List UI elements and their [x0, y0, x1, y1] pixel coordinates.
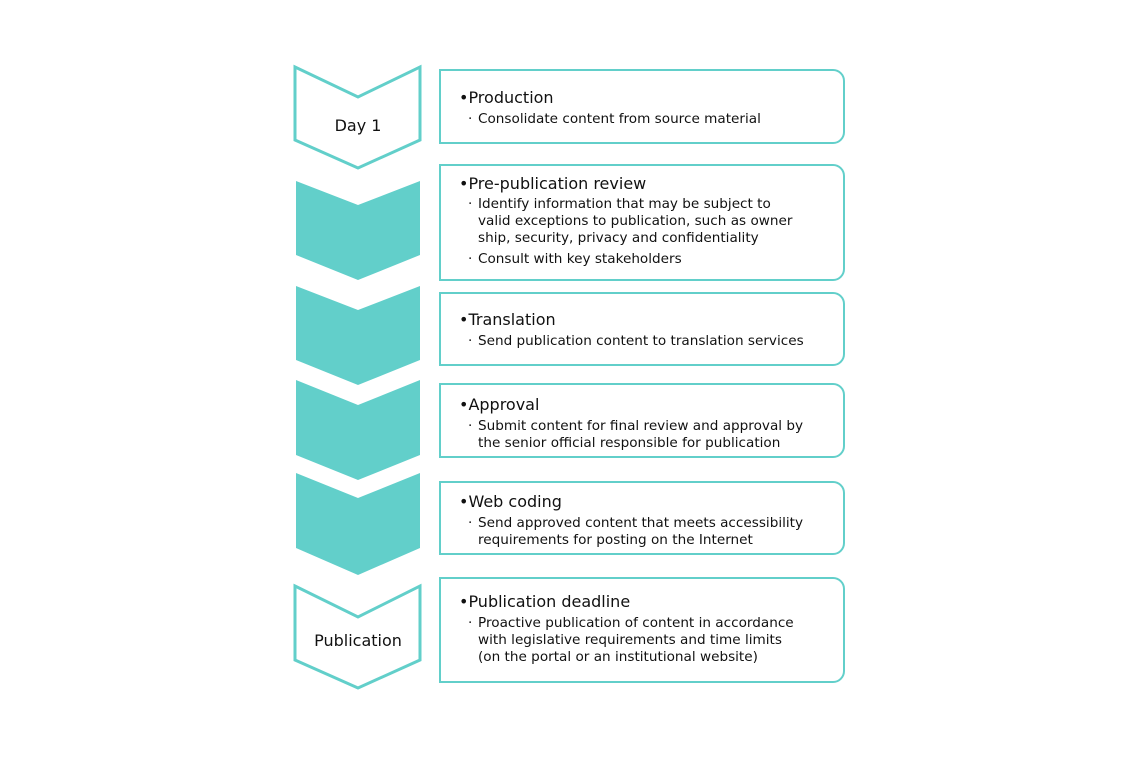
step-item: Proactive publication of content in acco…	[468, 615, 794, 666]
step-item-line: the senior official responsible for publ…	[478, 435, 781, 451]
step-box-pre-publication-review: Pre-publication review Identify informat…	[439, 164, 845, 281]
step-item-line: Proactive publication of content in acco…	[478, 615, 794, 631]
chevron-translation	[296, 286, 420, 385]
step-item-line: (on the portal or an institutional websi…	[478, 649, 758, 665]
step-box-web-coding: Web coding Send approved content that me…	[439, 481, 845, 555]
chevron-day-1	[293, 64, 422, 170]
step-item-line: Identify information that may be subject…	[478, 196, 771, 212]
step-title: Web coding	[459, 492, 561, 511]
step-item-line: valid exceptions to publication, such as…	[478, 213, 793, 229]
step-item: Consult with key stakeholders	[468, 251, 792, 268]
step-box-production: Production Consolidate content from sour…	[439, 69, 845, 144]
step-item-line: Submit content for final review and appr…	[478, 418, 804, 434]
chevron-publication	[293, 583, 422, 690]
step-item-line: Consolidate content from source material	[478, 111, 761, 127]
step-item: Submit content for final review and appr…	[468, 418, 804, 452]
step-box-translation: Translation Send publication content to …	[439, 292, 845, 366]
step-title: Publication deadline	[459, 592, 630, 611]
step-title: Approval	[459, 395, 539, 414]
step-title: Pre-publication review	[459, 174, 646, 193]
step-title: Production	[459, 88, 553, 107]
step-title: Translation	[459, 310, 555, 329]
step-item-line: Send publication content to translation …	[478, 333, 804, 349]
step-item-line: Consult with key stakeholders	[478, 251, 682, 267]
chevron-pre-publication	[296, 181, 420, 280]
step-box-publication-deadline: Publication deadline Proactive publicati…	[439, 577, 845, 683]
step-item-line: requirements for posting on the Internet	[478, 532, 753, 548]
step-item-line: ship, security, privacy and confidential…	[478, 230, 759, 246]
step-item: Consolidate content from source material	[468, 111, 761, 128]
step-item-line: with legislative requirements and time l…	[478, 632, 782, 648]
step-item: Identify information that may be subject…	[468, 196, 793, 247]
stage-label-publication: Publication	[314, 631, 402, 650]
step-item: Send approved content that meets accessi…	[468, 515, 804, 549]
step-item-line: Send approved content that meets accessi…	[478, 515, 804, 531]
stage-label-day-1: Day 1	[334, 116, 382, 135]
chevron-approval	[296, 380, 420, 480]
step-box-approval: Approval Submit content for final review…	[439, 383, 845, 458]
chevron-web-coding	[296, 473, 420, 575]
step-item: Send publication content to translation …	[468, 333, 804, 350]
